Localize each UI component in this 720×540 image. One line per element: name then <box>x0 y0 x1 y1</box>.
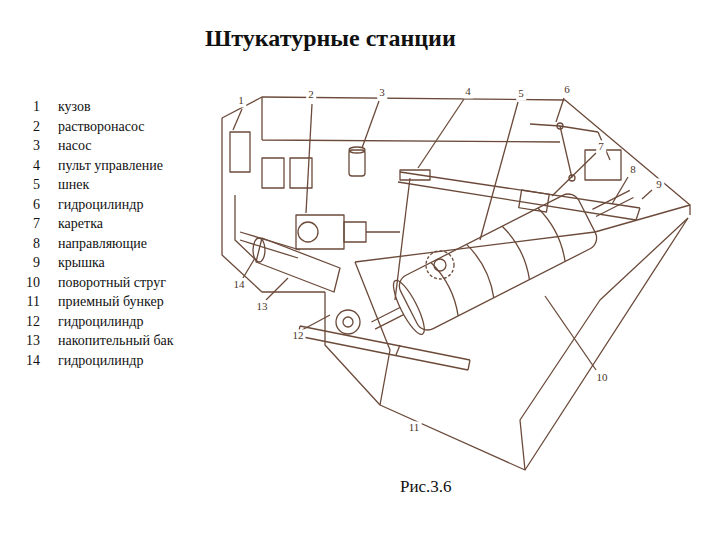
callout-number: 12 <box>291 329 306 342</box>
part-number: 14 <box>18 353 40 370</box>
part-number: 9 <box>18 255 40 272</box>
page-title: Штукатурные станции <box>205 24 456 53</box>
part-number: 1 <box>18 99 40 116</box>
part-number: 13 <box>18 333 40 350</box>
part-name: направляющие <box>58 236 147 253</box>
part-name: гидроцилиндр <box>58 314 143 331</box>
callout-number: 11 <box>407 421 422 434</box>
part-number: 3 <box>18 138 40 155</box>
callout-number: 9 <box>654 178 664 191</box>
figure-caption: Рис.3.6 <box>400 477 452 497</box>
callout-number: 2 <box>306 88 316 101</box>
part-number: 12 <box>18 314 40 331</box>
part-number: 5 <box>18 177 40 194</box>
callout-number: 4 <box>463 85 473 98</box>
callout-number: 5 <box>516 87 526 100</box>
part-number: 2 <box>18 119 40 136</box>
part-name: гидроцилиндр <box>58 197 143 214</box>
part-number: 4 <box>18 158 40 175</box>
part-name: крышка <box>58 255 105 272</box>
part-name: приемный бункер <box>58 294 164 311</box>
callout-number: 6 <box>562 83 572 96</box>
part-name: кузов <box>58 99 91 116</box>
callout-number: 7 <box>596 140 606 153</box>
part-name: шнек <box>58 177 89 194</box>
part-name: поворотный струг <box>58 275 166 292</box>
callout-number: 3 <box>377 86 387 99</box>
part-number: 6 <box>18 197 40 214</box>
callout-number: 8 <box>628 163 638 176</box>
part-name: накопительный бак <box>58 333 174 350</box>
part-name: растворонасос <box>58 119 145 136</box>
callout-number: 13 <box>255 300 270 313</box>
part-name: гидроцилиндр <box>58 353 143 370</box>
part-name: пульт управление <box>58 158 163 175</box>
part-name: каретка <box>58 216 103 233</box>
callout-number: 14 <box>232 278 247 291</box>
callout-number: 1 <box>236 94 246 107</box>
part-number: 8 <box>18 236 40 253</box>
part-name: насос <box>58 138 91 155</box>
part-number: 11 <box>18 294 40 311</box>
callout-number: 10 <box>595 371 610 384</box>
part-number: 7 <box>18 216 40 233</box>
part-number: 10 <box>18 275 40 292</box>
